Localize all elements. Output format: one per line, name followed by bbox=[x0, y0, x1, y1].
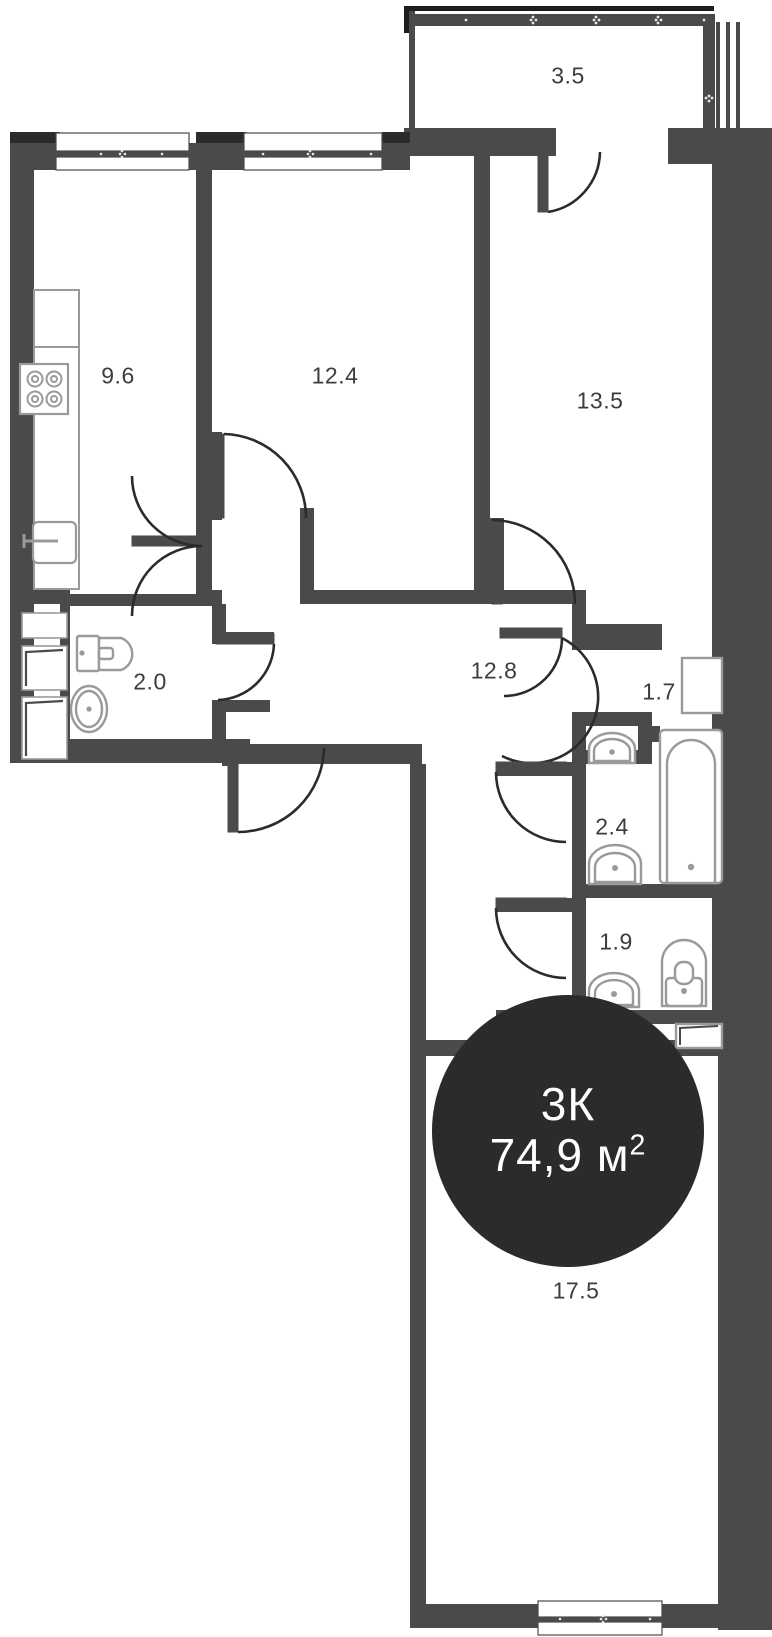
apartment-summary-badge: 3К 74,9 м2 bbox=[432, 995, 704, 1267]
wardrobe-niche-top bbox=[21, 612, 68, 639]
door-bathroom-2 bbox=[494, 761, 567, 844]
door-bedroom-1 bbox=[213, 432, 308, 519]
kitchen-stove bbox=[18, 362, 70, 416]
badge-room-count: 3К bbox=[540, 1078, 596, 1131]
bath-fixtures bbox=[587, 656, 724, 886]
wardrobe-niche-1 bbox=[21, 645, 68, 691]
badge-area-value: 74,9 bbox=[489, 1128, 584, 1181]
walls bbox=[10, 6, 772, 1630]
kitchen-fixtures bbox=[18, 289, 80, 590]
door-bathroom-wc-3 bbox=[494, 897, 567, 980]
doors bbox=[130, 149, 602, 980]
wardrobe-niche-2 bbox=[21, 696, 68, 760]
kitchen-sink bbox=[22, 520, 78, 565]
kitchen-upper-cabinet bbox=[33, 289, 80, 348]
toilet-1-9 bbox=[660, 938, 708, 1008]
window-bedroom-2-bottom bbox=[537, 1600, 663, 1636]
windows bbox=[55, 27, 702, 1636]
door-bathroom-wc-1 bbox=[215, 633, 276, 702]
door-kitchen bbox=[130, 475, 203, 617]
door-balcony bbox=[537, 149, 602, 214]
badge-area-unit-exponent: 2 bbox=[629, 1129, 647, 1162]
bathtub bbox=[658, 728, 724, 885]
cabinet-1-9 bbox=[674, 1022, 724, 1050]
wardrobe-niches bbox=[21, 612, 68, 760]
washbasin bbox=[69, 684, 109, 734]
toilet bbox=[75, 634, 134, 673]
window-bedroom-1 bbox=[243, 132, 383, 171]
washbasin-1-7 bbox=[587, 731, 637, 765]
badge-area: 74,9 м2 bbox=[490, 1129, 647, 1182]
wc1-fixtures bbox=[69, 634, 134, 734]
window-kitchen bbox=[55, 132, 190, 171]
door-living-room bbox=[491, 518, 577, 605]
door-entry bbox=[227, 745, 326, 834]
washbasin-2-4 bbox=[587, 843, 643, 886]
storage-cabinet bbox=[680, 656, 724, 715]
badge-area-unit: м bbox=[596, 1128, 630, 1181]
